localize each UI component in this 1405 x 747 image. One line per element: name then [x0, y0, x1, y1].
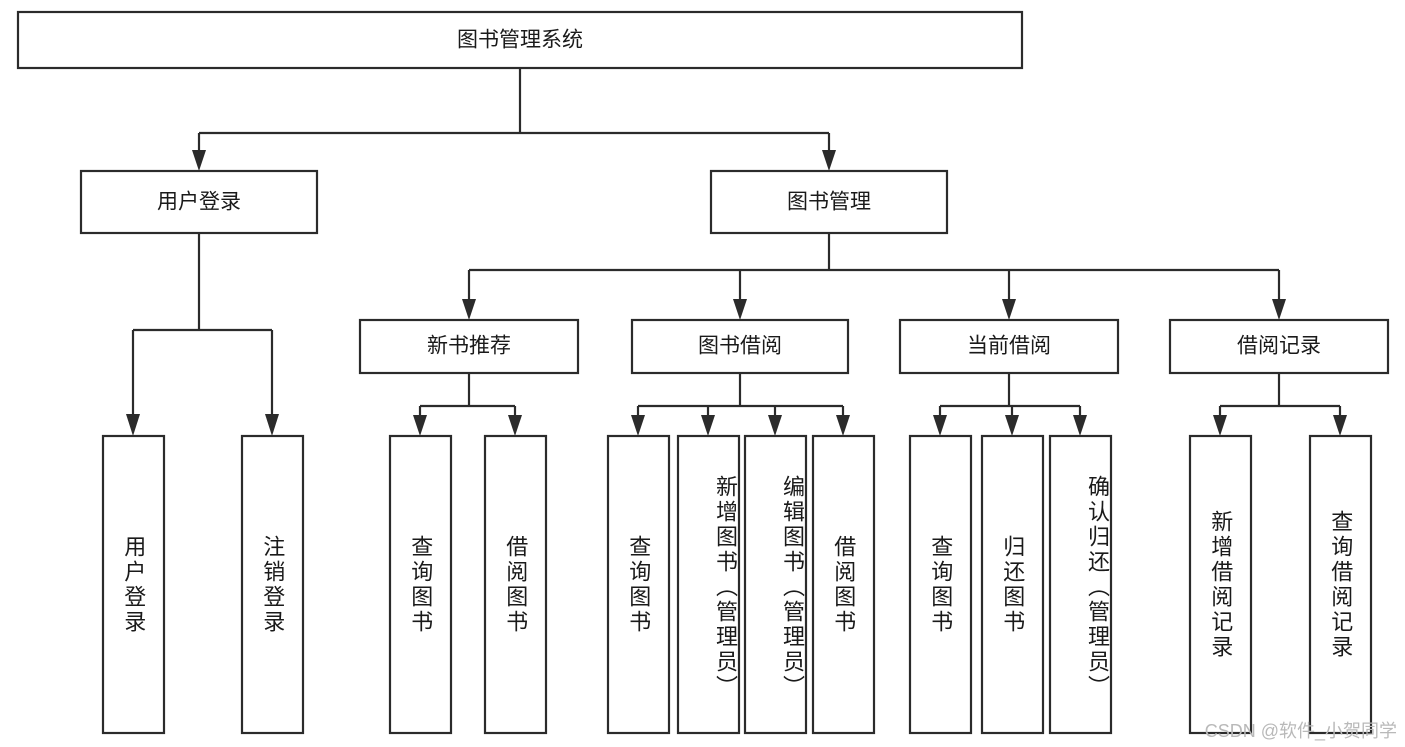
arrowhead-leaf-query-book-1	[413, 415, 427, 436]
arrowhead-book-management	[822, 150, 836, 171]
arrowhead-user-login	[192, 150, 206, 171]
node-leaf-return-book[interactable]	[980, 434, 1045, 735]
node-leaf-logout-label: 注销登录	[260, 534, 286, 635]
node-leaf-confirm-return[interactable]	[1048, 434, 1113, 735]
arrowhead-leaf-edit-book	[768, 415, 782, 436]
arrowhead-leaf-user-login	[126, 414, 140, 436]
node-leaf-query-book-1-label: 查询图书	[408, 534, 434, 635]
node-leaf-query-record-label: 查询借阅记录	[1328, 509, 1354, 660]
arrowhead-current-borrow	[1002, 299, 1016, 320]
arrowhead-leaf-query-record	[1333, 415, 1347, 436]
node-leaf-add-record[interactable]	[1188, 434, 1253, 735]
node-leaf-query-book-2[interactable]	[606, 434, 671, 735]
arrowhead-leaf-logout	[265, 414, 279, 436]
arrowhead-leaf-return-book	[1005, 415, 1019, 436]
node-leaf-add-book-label: 新增图书（管理员）	[713, 475, 738, 700]
arrowhead-borrow-record	[1272, 299, 1286, 320]
node-book-management[interactable]	[709, 169, 949, 235]
arrowhead-new-book-recommend	[462, 299, 476, 320]
node-book-borrow[interactable]	[630, 318, 850, 375]
node-root-label: 图书管理系统	[457, 29, 583, 52]
node-user-login-label: 用户登录	[157, 191, 241, 214]
node-leaf-query-book-3[interactable]	[908, 434, 973, 735]
node-leaf-confirm-return-label: 确认归还（管理员）	[1085, 475, 1110, 700]
arrowhead-book-borrow	[733, 299, 747, 320]
node-leaf-query-book-2-label: 查询图书	[626, 534, 652, 635]
connector-layer	[126, 68, 1347, 436]
node-borrow-record[interactable]	[1168, 318, 1390, 375]
arrowhead-leaf-query-book-2	[631, 415, 645, 436]
arrowhead-leaf-add-record	[1213, 415, 1227, 436]
node-leaf-borrow-book-1[interactable]	[483, 434, 548, 735]
node-leaf-return-book-label: 归还图书	[1000, 534, 1026, 635]
arrowhead-leaf-add-book	[701, 415, 715, 436]
node-leaf-user-login[interactable]	[101, 434, 166, 735]
node-leaf-borrow-book-1-label: 借阅图书	[503, 534, 529, 635]
watermark-text: CSDN @软件_小贺同学	[1204, 721, 1397, 741]
node-leaf-add-book[interactable]	[676, 434, 741, 735]
node-leaf-edit-book[interactable]	[743, 434, 808, 735]
node-leaf-user-login-label: 用户登录	[121, 534, 147, 635]
node-user-login[interactable]	[79, 169, 319, 235]
node-leaf-edit-book-label: 编辑图书（管理员）	[780, 475, 805, 700]
node-book-borrow-label: 图书借阅	[698, 335, 782, 358]
node-root[interactable]	[16, 10, 1024, 70]
node-leaf-borrow-book-2[interactable]	[811, 434, 876, 735]
node-leaf-query-book-3-label: 查询图书	[928, 534, 954, 635]
node-leaf-borrow-book-2-label: 借阅图书	[831, 534, 857, 635]
node-new-book-recommend-label: 新书推荐	[427, 335, 511, 358]
node-current-borrow[interactable]	[898, 318, 1120, 375]
node-leaf-query-book-1[interactable]	[388, 434, 453, 735]
node-book-management-label: 图书管理	[787, 191, 871, 214]
node-leaf-logout[interactable]	[240, 434, 305, 735]
node-leaf-add-record-label: 新增借阅记录	[1208, 509, 1234, 660]
arrowhead-leaf-borrow-book-2	[836, 415, 850, 436]
node-new-book-recommend[interactable]	[358, 318, 580, 375]
node-current-borrow-label: 当前借阅	[967, 335, 1051, 358]
arrowhead-leaf-query-book-3	[933, 415, 947, 436]
node-leaf-query-record[interactable]	[1308, 434, 1373, 735]
arrowhead-leaf-confirm-return	[1073, 415, 1087, 436]
node-borrow-record-label: 借阅记录	[1237, 335, 1321, 358]
node-box-layer: 图书管理系统 用户登录 图书管理 新书推荐 图书借阅 当前借阅 借阅记录	[16, 10, 1390, 735]
arrowhead-leaf-borrow-book-1	[508, 415, 522, 436]
